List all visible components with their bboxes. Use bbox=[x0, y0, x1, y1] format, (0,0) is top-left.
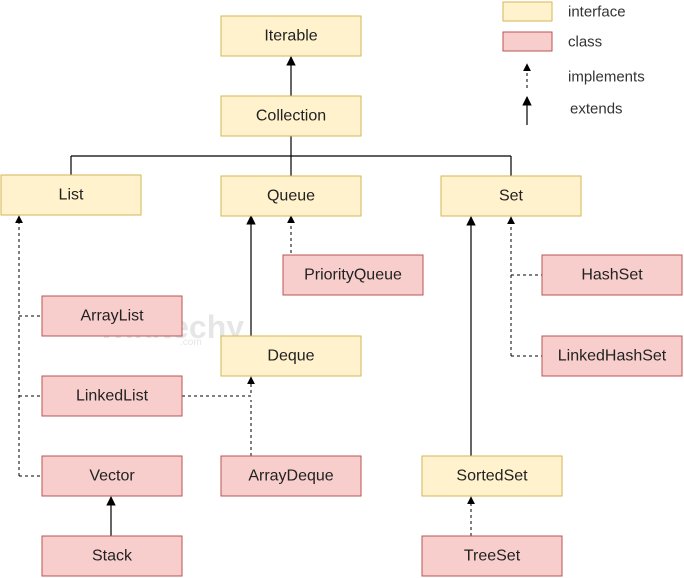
nodes-layer: Iterable Collection List Queue Set Prior… bbox=[0, 15, 683, 577]
node-priorityqueue-label: PriorityQueue bbox=[304, 267, 402, 284]
node-iterable-label: Iterable bbox=[264, 28, 317, 45]
legend-implements-label: implements bbox=[568, 69, 645, 86]
node-set: Set bbox=[440, 175, 582, 217]
legend-interface-label: interface bbox=[568, 4, 626, 21]
node-sortedset-label: SortedSet bbox=[456, 468, 528, 485]
node-linkedhashset-label: LinkedHashSet bbox=[558, 348, 667, 365]
legend-class-label: class bbox=[568, 34, 602, 51]
node-queue: Queue bbox=[220, 175, 362, 217]
node-collection-label: Collection bbox=[256, 108, 326, 125]
node-arraydeque-label: ArrayDeque bbox=[248, 468, 333, 485]
node-sortedset: SortedSet bbox=[421, 455, 563, 497]
legend-class-swatch bbox=[502, 31, 553, 52]
node-iterable: Iterable bbox=[220, 15, 362, 57]
node-linkedhashset: LinkedHashSet bbox=[541, 335, 683, 377]
node-treeset-label: TreeSet bbox=[464, 548, 521, 565]
node-list-label: List bbox=[59, 187, 84, 204]
edge-linkedlist-deque bbox=[182, 376, 255, 397]
node-hashset-label: HashSet bbox=[581, 267, 643, 284]
node-priorityqueue: PriorityQueue bbox=[282, 254, 424, 296]
watermark-suffix: .com bbox=[180, 337, 202, 348]
node-queue-label: Queue bbox=[267, 188, 315, 205]
node-vector: Vector bbox=[41, 455, 183, 497]
node-stack: Stack bbox=[41, 535, 183, 577]
node-set-label: Set bbox=[499, 188, 524, 205]
node-hashset: HashSet bbox=[541, 254, 683, 296]
node-deque-label: Deque bbox=[267, 348, 314, 365]
node-linkedlist-label: LinkedList bbox=[76, 388, 149, 405]
legend: interface class implements extends bbox=[502, 1, 645, 125]
node-stack-label: Stack bbox=[92, 548, 133, 565]
node-arraylist-label: ArrayList bbox=[80, 308, 144, 325]
edges-layer bbox=[15, 56, 542, 536]
node-arraydeque: ArrayDeque bbox=[220, 455, 362, 497]
node-deque: Deque bbox=[220, 335, 362, 377]
node-arraylist: ArrayList bbox=[41, 295, 183, 337]
node-vector-label: Vector bbox=[89, 468, 135, 485]
legend-extends-label: extends bbox=[570, 101, 623, 118]
legend-interface-swatch bbox=[502, 1, 553, 22]
node-collection: Collection bbox=[220, 95, 362, 137]
node-treeset: TreeSet bbox=[421, 535, 563, 577]
node-linkedlist: LinkedList bbox=[41, 375, 183, 417]
node-list: List bbox=[0, 174, 142, 216]
